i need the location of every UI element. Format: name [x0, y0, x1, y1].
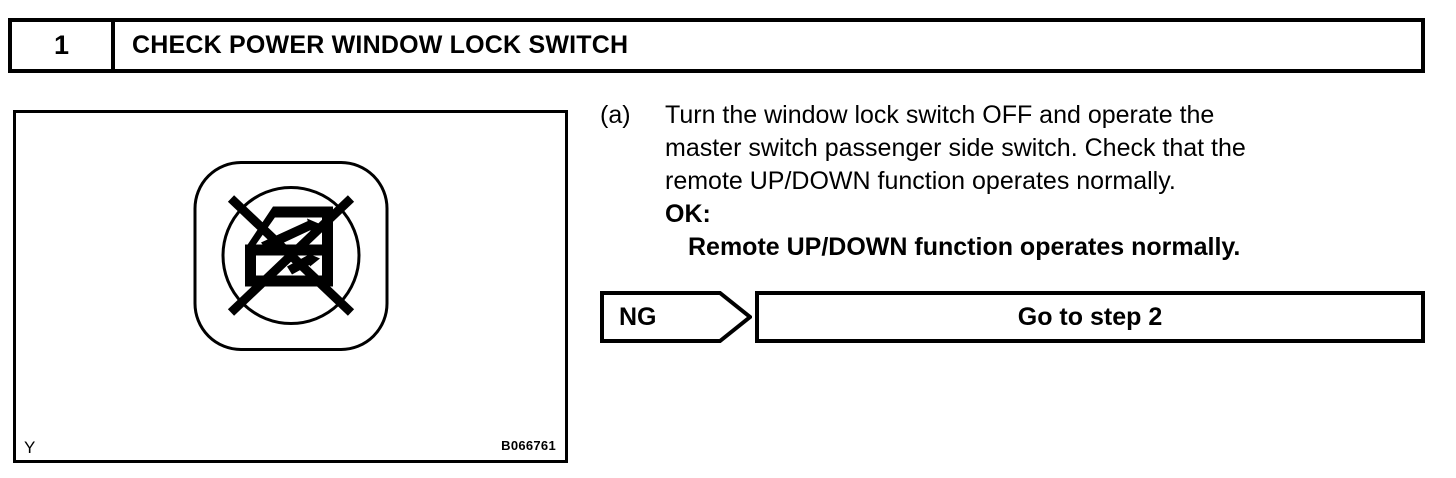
- illustration-panel: Y B066761: [13, 110, 568, 463]
- flow-target-box[interactable]: Go to step 2: [755, 291, 1425, 343]
- window-lock-off-icon: [191, 159, 391, 354]
- instruction-text: Turn the window lock switch OFF and oper…: [665, 99, 1390, 198]
- step-header-bar: 1 CHECK POWER WINDOW LOCK SWITCH: [8, 18, 1425, 73]
- instruction-line: Turn the window lock switch OFF and oper…: [665, 101, 1215, 129]
- panel-corner-mark: Y: [24, 438, 36, 457]
- instruction-marker: (a): [600, 101, 631, 129]
- illustration-reference-code: B066761: [501, 438, 556, 453]
- instruction-item-a: (a) Turn the window lock switch OFF and …: [600, 99, 1390, 198]
- step-number: 1: [53, 30, 70, 60]
- step-title-cell: CHECK POWER WINDOW LOCK SWITCH: [115, 22, 1421, 69]
- instruction-line: remote UP/DOWN function operates normall…: [665, 167, 1176, 195]
- instruction-line: master switch passenger side switch. Che…: [665, 134, 1246, 162]
- illustration-stage: Y B066761: [16, 113, 565, 460]
- flow-result-row: NG Go to step 2: [600, 291, 1425, 343]
- instruction-block: (a) Turn the window lock switch OFF and …: [600, 99, 1390, 264]
- ok-criteria-label: OK:: [665, 200, 711, 228]
- flow-tag-ng: NG: [600, 291, 752, 343]
- step-number-cell: 1: [12, 22, 115, 69]
- ok-criteria-value: Remote UP/DOWN function operates normall…: [688, 233, 1241, 261]
- step-title: CHECK POWER WINDOW LOCK SWITCH: [132, 31, 629, 59]
- flow-tag-label: NG: [619, 302, 657, 331]
- flow-target-label: Go to step 2: [1017, 302, 1163, 331]
